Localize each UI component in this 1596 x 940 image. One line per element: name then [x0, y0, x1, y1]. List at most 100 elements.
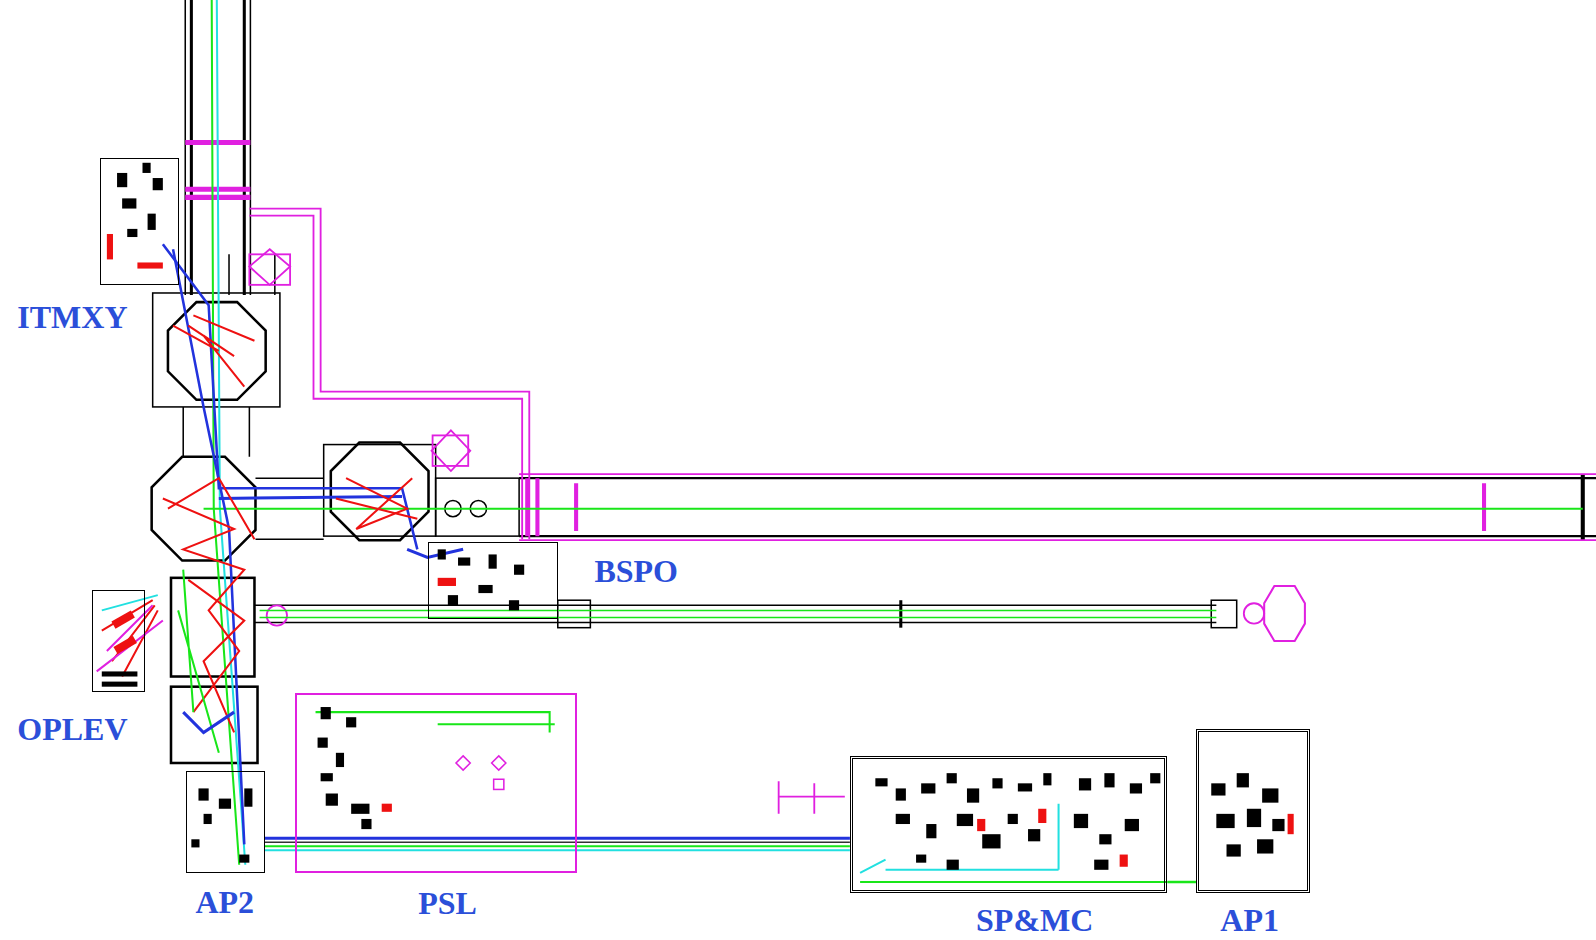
optics-components [143, 163, 151, 173]
optics-components [1038, 809, 1046, 823]
optics-table: AP2 [186, 771, 264, 873]
optics-components [1288, 814, 1294, 834]
laser-beams [316, 712, 555, 732]
optics-components [351, 804, 369, 814]
optics-components [1120, 855, 1128, 867]
optics-components [438, 578, 456, 586]
vacuum-tubes [171, 687, 258, 763]
optics-components [244, 788, 252, 806]
beam-line [265, 837, 850, 840]
optics-table: OPLEV [92, 590, 145, 692]
optics-components [1104, 773, 1114, 787]
optics-components [509, 600, 519, 610]
magenta-frames [432, 430, 471, 471]
beam-line [265, 845, 850, 847]
optics-components [361, 819, 371, 829]
laser-beams [102, 595, 158, 610]
vacuum-tubes [254, 605, 1216, 622]
area-label: SP&MC [975, 904, 1094, 936]
optics-components [458, 557, 470, 565]
laser-beams [219, 496, 402, 498]
vacuum-tubes [1211, 600, 1236, 627]
optics-components [967, 788, 979, 802]
optics-components [117, 173, 127, 187]
optics-components [456, 756, 470, 770]
optics-components [947, 773, 957, 783]
magenta-frames [527, 478, 1484, 536]
optics-components [382, 804, 392, 812]
vacuum-tubes [153, 293, 280, 407]
optics-table: BSPO [428, 542, 558, 618]
laser-beams [163, 478, 255, 732]
vacuum-tubes [519, 478, 1596, 536]
optics-components [1211, 783, 1225, 795]
magenta-frames [249, 254, 290, 285]
optics-components [107, 234, 113, 259]
optics-components [102, 682, 138, 687]
optics-components [111, 610, 134, 628]
laser-beams [102, 600, 158, 676]
laser-beams [173, 315, 254, 386]
optics-components [489, 554, 497, 568]
laser-beams [217, 0, 246, 865]
optics-components [514, 565, 524, 575]
optics-components [926, 824, 936, 838]
optics-components [1074, 814, 1088, 828]
laser-beams [407, 549, 463, 557]
optics-components [947, 860, 959, 870]
optics-components [1028, 829, 1040, 841]
optics-table: SP&MC [850, 756, 1168, 893]
vacuum-tubes [899, 600, 902, 627]
beam-line [265, 842, 850, 844]
optics-components [1237, 773, 1249, 787]
beam-path [265, 838, 850, 850]
vacuum-tubes [152, 0, 1596, 763]
optics-components [102, 163, 1294, 870]
optics-components [478, 585, 492, 593]
area-label: AP2 [194, 886, 255, 918]
optics-components [921, 783, 935, 793]
optics-components [1043, 773, 1051, 785]
optics-components [219, 799, 231, 809]
optics-components [1099, 834, 1111, 844]
area-label: BSPO [593, 555, 679, 587]
optics-components [204, 814, 212, 824]
area-label: OPLEV [16, 713, 128, 745]
optics-table: ITMXY [100, 158, 179, 285]
area-label: AP1 [1219, 904, 1280, 936]
vacuum-tubes [331, 443, 429, 541]
optics-components [896, 788, 906, 800]
optics-components [336, 753, 344, 767]
optics-components [1150, 773, 1160, 783]
optics-components [448, 595, 458, 605]
laser-beams [204, 508, 1583, 510]
optics-components [1216, 814, 1234, 828]
vacuum-tubes [168, 302, 266, 400]
optics-components [1018, 783, 1032, 791]
optics-components [1130, 783, 1142, 793]
laser-beams [260, 610, 1217, 617]
laser-beams [97, 605, 163, 671]
optics-components [438, 549, 446, 559]
optics-components [494, 779, 504, 789]
beam-line [1167, 881, 1196, 884]
optics-components [1125, 819, 1139, 831]
optics-components [239, 855, 249, 863]
optics-components [492, 756, 506, 770]
optics-components [318, 738, 328, 748]
vacuum-tubes [229, 254, 275, 295]
magenta-frames [249, 249, 290, 285]
optics-components [992, 778, 1002, 788]
optics-components [977, 819, 985, 831]
optics-components [982, 834, 1000, 848]
optics-components [326, 794, 338, 806]
optics-components [957, 814, 973, 826]
optics-components [122, 198, 136, 208]
laser-table: PSL [295, 693, 577, 873]
magenta-frames [519, 474, 1596, 540]
optics-components [1008, 814, 1018, 824]
optics-components [137, 262, 162, 268]
